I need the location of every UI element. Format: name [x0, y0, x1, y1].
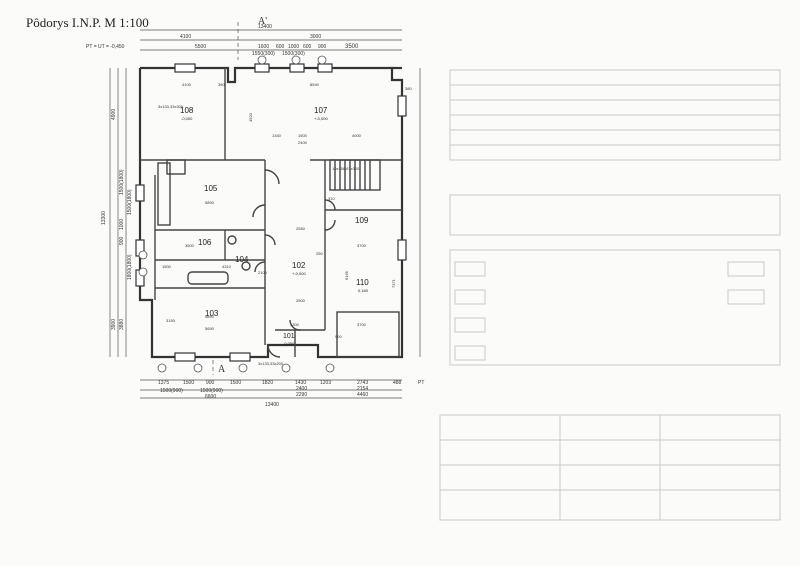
dim-bot-n: 2290	[296, 392, 307, 398]
dim-bot-i: 488	[393, 380, 402, 386]
inner-dim: 4520	[248, 112, 253, 122]
dim-top-i: 3500	[345, 44, 359, 50]
dim-left-g: 1800(1800)	[127, 254, 133, 280]
dim-top-d: 1600	[258, 44, 269, 50]
inner-dim: 8540	[310, 82, 320, 87]
dim-bot-h: 2743	[357, 380, 368, 386]
dim-left-d: 1500(1800)	[127, 189, 133, 215]
terrain-level-right: PT	[418, 380, 424, 386]
dim-top-g: 600	[303, 44, 312, 50]
inner-dim: 7371	[391, 278, 396, 288]
dim-top-h: 900	[318, 44, 327, 50]
dim-bot-g: 1203	[320, 380, 331, 386]
inner-dim: 5690	[205, 326, 215, 331]
inner-dim: 2100	[258, 270, 268, 275]
room-109-number: 109	[355, 216, 369, 225]
dim-bot-f: 1430	[295, 380, 306, 386]
inner-dim: 5890	[205, 200, 215, 205]
dim-top-k: 1500(300)	[282, 51, 305, 57]
dim-top-b: 5500	[195, 44, 206, 50]
room-108-number: 108	[180, 106, 194, 115]
inner-dim: 1300	[290, 322, 300, 327]
inner-dim: 1500	[162, 264, 172, 269]
inner-dim: 2550	[296, 226, 306, 231]
room-101-level: -0,050	[283, 341, 295, 346]
dim-left-a: 4900	[111, 109, 117, 120]
inner-dim: 10x158,67x300	[332, 166, 360, 171]
dim-left-c: 1500(1800)	[119, 169, 125, 195]
dim-left-b: 3900	[111, 319, 117, 330]
walls	[138, 66, 404, 359]
inner-dim: 310	[328, 196, 335, 201]
inner-dim: 4000	[352, 133, 362, 138]
dim-bot-o: 4460	[357, 392, 368, 398]
dim-top-e: 600	[276, 44, 285, 50]
dim-bot-a: 1375	[158, 380, 169, 386]
dim-bot-b: 1500	[183, 380, 194, 386]
inner-dim: 900	[335, 334, 342, 339]
dim-bot-j: 1500(900)	[160, 388, 183, 394]
section-mark-top: A'	[258, 16, 267, 27]
dim-left-f: 900	[119, 236, 125, 245]
dimension-lines	[109, 22, 421, 399]
inner-dim: 3500	[185, 243, 195, 248]
dim-bot-q: 13400	[265, 402, 279, 408]
inner-dim: 3700	[357, 322, 367, 327]
terrain-level: PT = UT = -0,450	[86, 44, 125, 50]
inner-dim: 250	[316, 251, 323, 256]
room-110-level: 0,180	[358, 288, 369, 293]
drawing-title: Pôdorys I.N.P. M 1:100	[26, 15, 149, 30]
inner-dim: 380	[218, 82, 225, 87]
inner-dim: 3x133,33x300	[158, 104, 184, 109]
dim-bot-e: 1820	[262, 380, 273, 386]
inner-dim: 6165	[344, 270, 349, 280]
dim-top-f: 1000	[288, 44, 299, 50]
room-106-number: 106	[198, 238, 212, 247]
room-107-level: +-0,000	[314, 116, 328, 121]
inner-dim: 4310	[222, 264, 232, 269]
inner-dim: 4100	[182, 82, 192, 87]
inner-dim: 2500	[296, 298, 306, 303]
room-105-number: 105	[204, 184, 218, 193]
dim-left-overall: 13300	[101, 211, 107, 225]
inner-dim: 5890	[205, 314, 215, 319]
inner-dim: 1340	[272, 133, 282, 138]
room-101-number: 101	[283, 333, 295, 340]
inner-dim: 380	[405, 86, 412, 91]
dim-bot-p: 6600	[205, 394, 216, 400]
section-mark-bottom: A	[218, 364, 226, 375]
dim-top-j: 1550(300)	[252, 51, 275, 57]
dim-left-e: 1000	[119, 219, 125, 230]
inner-dim: 3x133,33x200	[258, 361, 284, 366]
room-102-level: +-0,000	[292, 271, 306, 276]
room-107-number: 107	[314, 106, 328, 115]
dim-bot-d: 1500	[230, 380, 241, 386]
dim-left-h: 3880	[119, 319, 125, 330]
dim-bot-k: 1500(900)	[200, 388, 223, 394]
inner-dim: 1500	[298, 133, 308, 138]
inner-walls	[140, 68, 402, 358]
axis-markers	[138, 55, 335, 373]
dim-top-overall: 13400	[258, 24, 272, 30]
room-108-level: -0,000	[181, 116, 193, 121]
ghost-legend	[439, 69, 781, 521]
dim-top-c: 3000	[310, 34, 321, 40]
room-104-number: 104	[235, 255, 249, 264]
inner-dim: 2400	[298, 140, 308, 145]
inner-dim: 3150	[166, 318, 176, 323]
dim-bot-l: 2400	[296, 386, 307, 392]
dim-top-a: 4100	[180, 34, 191, 40]
dim-bot-c: 900	[206, 380, 215, 386]
windows	[135, 63, 407, 362]
inner-dim: 3700	[357, 243, 367, 248]
room-110-number: 110	[356, 278, 369, 287]
dim-bot-m: 2154	[357, 386, 368, 392]
room-102-number: 102	[292, 261, 306, 270]
room-103-number: 103	[205, 309, 219, 318]
